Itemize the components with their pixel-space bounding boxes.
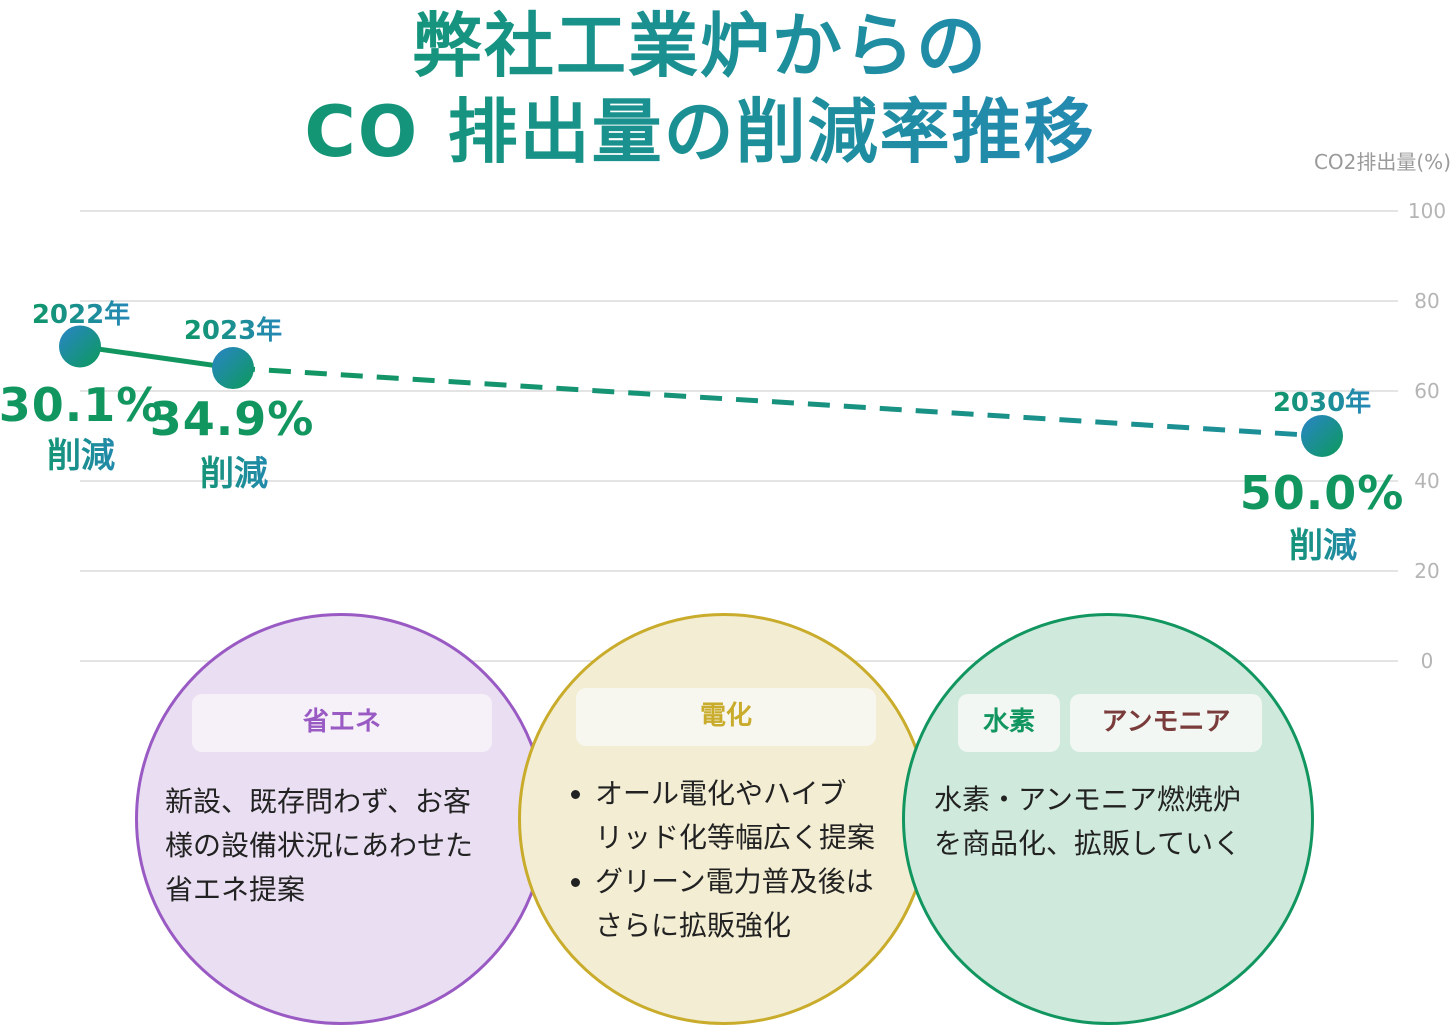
point-note-2022: 削減	[11, 428, 151, 477]
y-tick-100: 100	[1407, 199, 1447, 223]
point-year-2022: 2022年	[11, 294, 151, 331]
hydrogen-ammonia-circle	[902, 613, 1314, 1025]
electrification-bullets: オール電化やハイブ リッド化等幅広く提案 グリーン電力普及後は さらに拡販強化	[561, 772, 935, 948]
bullet-line: グリーン電力普及後は	[595, 865, 874, 898]
energy-text-line: 省エネ提案	[165, 873, 306, 906]
y-tick-60: 60	[1414, 379, 1440, 403]
electrification-bullet-1: オール電化やハイブ リッド化等幅広く提案	[595, 772, 935, 860]
point-reduction-2030: 50.0%	[1239, 466, 1405, 520]
y-tick-20: 20	[1414, 559, 1440, 583]
electrification-bullet-2: グリーン電力普及後は さらに拡販強化	[595, 860, 935, 948]
energy-saving-label: 省エネ	[192, 694, 492, 752]
point-reduction-2023: 34.9%	[149, 392, 315, 446]
energy-text-line: 様の設備状況にあわせた	[165, 829, 474, 862]
data-point-2022年	[59, 325, 101, 368]
energy-text-line: 新設、既存問わず、お客	[165, 785, 472, 818]
point-note-2023: 削減	[164, 446, 304, 495]
energy-saving-circle	[135, 613, 547, 1025]
point-year-2030: 2030年	[1252, 382, 1392, 419]
series-line-actual	[79, 343, 234, 371]
y-axis-unit-label: CO2排出量(%)	[1313, 150, 1451, 174]
data-point-2030年	[1301, 415, 1343, 457]
point-year-2023: 2023年	[163, 310, 303, 347]
data-point-2023年	[212, 347, 254, 390]
bullet-line: リッド化等幅広く提案	[595, 821, 876, 854]
bullet-line: さらに拡販強化	[595, 909, 792, 942]
y-tick-40: 40	[1414, 469, 1440, 493]
electrification-label: 電化	[576, 688, 876, 746]
chart-title-line1: 弊社工業炉からの	[0, 2, 1400, 90]
electrification-circle	[518, 613, 930, 1025]
y-tick-0: 0	[1420, 649, 1434, 673]
ammonia-label: アンモニア	[1070, 694, 1262, 752]
bullet-line: オール電化やハイブ	[595, 777, 847, 810]
point-reduction-2022: 30.1%	[0, 378, 164, 432]
hydrogen-label: 水素	[958, 694, 1060, 752]
y-tick-80: 80	[1414, 289, 1440, 313]
hydrogen-text: 水素・アンモニア燃焼炉 を商品化、拡販していく	[934, 778, 1294, 866]
point-note-2030: 削減	[1253, 518, 1393, 567]
series-line-target	[232, 365, 1323, 439]
energy-saving-text: 新設、既存問わず、お客 様の設備状況にあわせた 省エネ提案	[165, 780, 525, 912]
hydrogen-text-line: を商品化、拡販していく	[934, 827, 1242, 860]
hydrogen-text-line: 水素・アンモニア燃焼炉	[934, 783, 1241, 816]
